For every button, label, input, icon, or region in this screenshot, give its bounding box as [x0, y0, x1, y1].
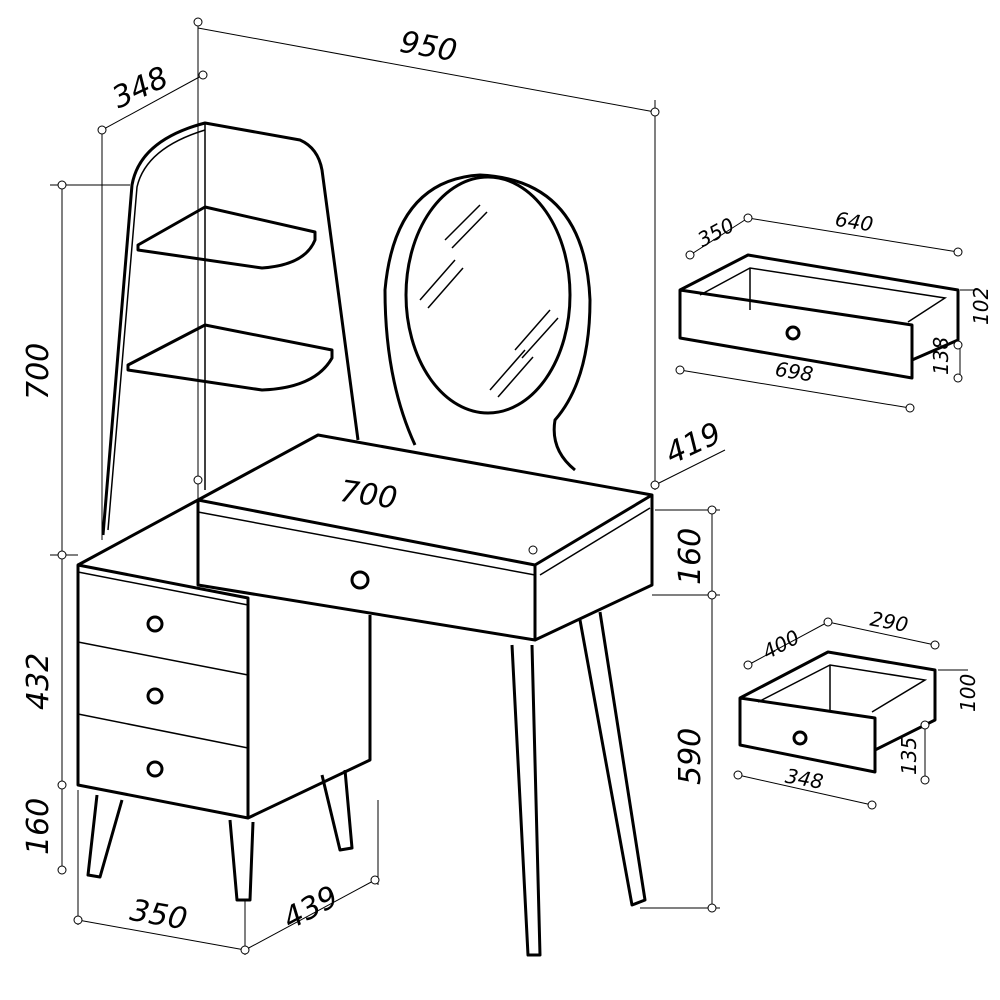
pedestal-height-label: 432	[21, 653, 56, 710]
mirror	[383, 173, 592, 472]
large-drawer-detail: 350 640 102 138 698	[675, 207, 993, 413]
drawer-knob-icon	[350, 570, 370, 590]
pedestal-leg-height-label: 160	[21, 798, 56, 855]
shelf-unit	[101, 121, 360, 536]
dimension-labels: 950 348 700 700 419 160 590 432 160 350 …	[21, 25, 727, 938]
dimension-points	[57, 17, 717, 955]
desk-depth-label: 419	[660, 416, 727, 472]
large-drawer-side-height-label: 102	[969, 287, 993, 325]
desk-drawer-height-label: 160	[673, 528, 708, 585]
pedestal-depth-label: 439	[277, 879, 344, 937]
small-drawer-front-height-label: 135	[897, 737, 921, 775]
large-drawer-front-width-label: 698	[773, 357, 814, 387]
small-drawer-front-width-label: 348	[783, 764, 825, 794]
small-drawer-side-height-label: 100	[956, 674, 980, 712]
shelf-depth-label: 348	[107, 60, 174, 116]
leg-height-label: 590	[673, 728, 708, 785]
shelf-height-label: 700	[21, 343, 56, 400]
desk-width-label: 700	[338, 474, 400, 517]
large-drawer-inner-width-label: 640	[833, 207, 874, 237]
dimension-lines	[50, 20, 726, 955]
small-drawer-detail: 400 290 100 135 348	[733, 607, 980, 810]
large-drawer-depth-label: 350	[693, 213, 738, 252]
pedestal	[76, 498, 372, 902]
large-drawer-front-height-label: 138	[929, 337, 953, 375]
desk	[196, 433, 654, 957]
small-drawer-depth-label: 400	[758, 625, 803, 664]
total-width-label: 950	[397, 25, 459, 69]
